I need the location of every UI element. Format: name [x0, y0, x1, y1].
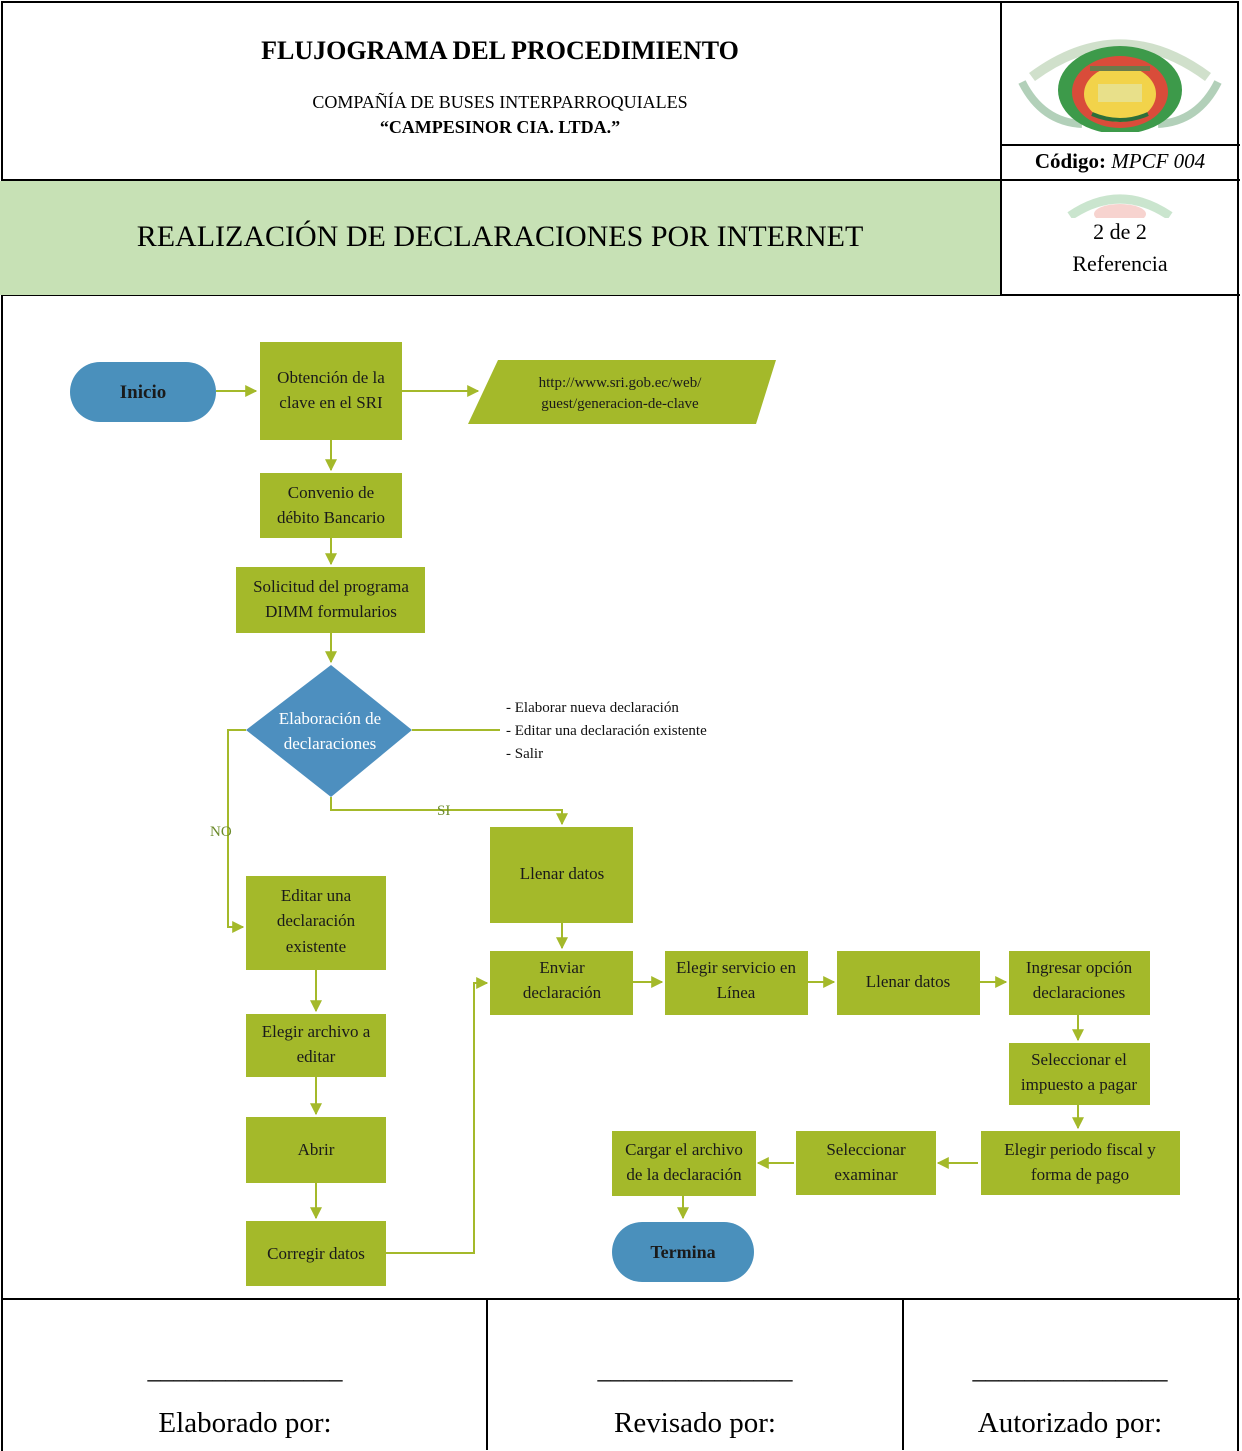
company-line: COMPAÑÍA DE BUSES INTERPARROQUIALES	[312, 92, 688, 112]
code-label: Código:	[1034, 149, 1107, 173]
choose-file-line1: Elegir archivo a	[262, 1022, 371, 1041]
upload-file-box	[612, 1131, 756, 1196]
send-line1: Enviar	[539, 958, 585, 977]
end-terminal	[612, 1222, 754, 1282]
fill-data-2-label: Llenar datos	[866, 972, 951, 991]
select-tax-line2: impuesto a pagar	[1021, 1075, 1137, 1094]
choose-file-line2: editar	[297, 1047, 336, 1066]
select-browse-line1: Seleccionar	[826, 1140, 906, 1159]
fiscal-period-line2: forma de pago	[1031, 1165, 1129, 1184]
signature-line-reviewed: _______________	[597, 1355, 793, 1384]
header-vertical-divider	[1000, 1, 1002, 296]
decision-line1: Elaboración de	[279, 709, 381, 728]
obtain-key-line2: clave en el SRI	[279, 393, 383, 412]
bank-agreement-line2: débito Bancario	[277, 508, 385, 527]
option-exit: - Salir	[506, 746, 543, 762]
correct-data-label: Corregir datos	[267, 1244, 365, 1263]
online-service-line1: Elegir servicio en	[676, 958, 796, 977]
fiscal-period-line1: Elegir periodo fiscal y	[1004, 1140, 1156, 1159]
url-line1: http://www.sri.gob.ec/web/	[539, 375, 703, 391]
select-browse-box	[796, 1131, 936, 1195]
edit-existing-box	[246, 876, 386, 970]
obtain-key-box	[260, 342, 402, 440]
header-divider	[1, 179, 1240, 181]
request-program-line1: Solicitud del programa	[253, 577, 409, 596]
upload-file-line1: Cargar el archivo	[625, 1140, 743, 1159]
decision-line2: declaraciones	[284, 734, 377, 753]
correct-data-box	[246, 1221, 386, 1286]
logo-watermark	[1067, 194, 1173, 218]
edit-existing-line1: Editar una	[281, 886, 352, 905]
bank-agreement-line1: Convenio de	[288, 483, 374, 502]
signature-line-prepared: _______________	[147, 1355, 343, 1384]
enter-option-box	[1009, 951, 1150, 1015]
procedure-title: REALIZACIÓN DE DECLARACIONES POR INTERNE…	[136, 220, 864, 253]
open-box	[246, 1117, 386, 1183]
edit-existing-line2: declaración	[277, 911, 356, 930]
choose-file-box	[246, 1014, 386, 1077]
code-divider	[1000, 144, 1240, 146]
select-tax-line1: Seleccionar el	[1031, 1050, 1127, 1069]
end-label: Termina	[650, 1242, 715, 1262]
connector	[330, 797, 568, 826]
signature-divider-1	[486, 1299, 488, 1450]
subtitle-band	[0, 181, 1000, 295]
enter-option-line1: Ingresar opción	[1026, 958, 1133, 977]
select-tax-box	[1009, 1043, 1150, 1105]
signature-line-authorized: _______________	[972, 1355, 1168, 1384]
request-program-box	[236, 567, 425, 633]
process-boxes	[236, 342, 1180, 1286]
edit-existing-line3: existente	[286, 937, 346, 956]
document-title: FLUJOGRAMA DEL PROCEDIMIENTO	[261, 36, 739, 65]
url-data-shape	[468, 360, 776, 424]
connector	[227, 729, 246, 933]
option-new: - Elaborar nueva declaración	[506, 700, 679, 716]
fill-data-label: Llenar datos	[520, 864, 605, 883]
company-logo	[1018, 39, 1222, 132]
fiscal-period-box	[981, 1131, 1180, 1195]
enter-option-line2: declaraciones	[1033, 983, 1126, 1002]
connector	[386, 977, 489, 1254]
send-box	[490, 951, 633, 1015]
online-service-line2: Línea	[717, 983, 756, 1002]
decision-diamond	[246, 665, 412, 797]
page-number: 2 de 2	[1093, 219, 1147, 244]
fill-data-box	[490, 827, 633, 923]
prepared-by-label: Elaborado por:	[158, 1407, 332, 1439]
signature-top-divider	[1, 1298, 1240, 1300]
code-value: MPCF 004	[1111, 149, 1206, 173]
send-line2: declaración	[523, 983, 602, 1002]
reviewed-by-label: Revisado por:	[614, 1407, 776, 1439]
connectors	[216, 385, 1084, 1254]
online-service-box	[665, 951, 808, 1015]
subtitle-divider	[1, 294, 1240, 296]
branch-no-label: NO	[210, 824, 232, 840]
open-label: Abrir	[298, 1140, 335, 1159]
fill-data-2-box	[837, 951, 980, 1015]
upload-file-line2: de la declaración	[626, 1165, 742, 1184]
company-name: “CAMPESINOR CIA. LTDA.”	[379, 117, 621, 137]
obtain-key-line1: Obtención de la	[277, 368, 385, 387]
start-label: Inicio	[120, 382, 166, 403]
start-terminal	[70, 362, 216, 422]
document-code: Código: MPCF 004	[1002, 146, 1238, 178]
bank-agreement-box	[260, 473, 402, 538]
signature-divider-2	[902, 1299, 904, 1450]
authorized-by-label: Autorizado por:	[977, 1407, 1163, 1439]
option-edit: - Editar una declaración existente	[506, 723, 707, 739]
request-program-line2: DIMM formularios	[265, 602, 397, 621]
url-line2: guest/generacion-de-clave	[541, 396, 699, 412]
branch-si-label: SI	[437, 803, 450, 819]
select-browse-line2: examinar	[834, 1165, 898, 1184]
reference-label: Referencia	[1072, 251, 1168, 276]
flowchart: Inicio Termina Obtención de la clave en …	[70, 342, 1180, 1286]
